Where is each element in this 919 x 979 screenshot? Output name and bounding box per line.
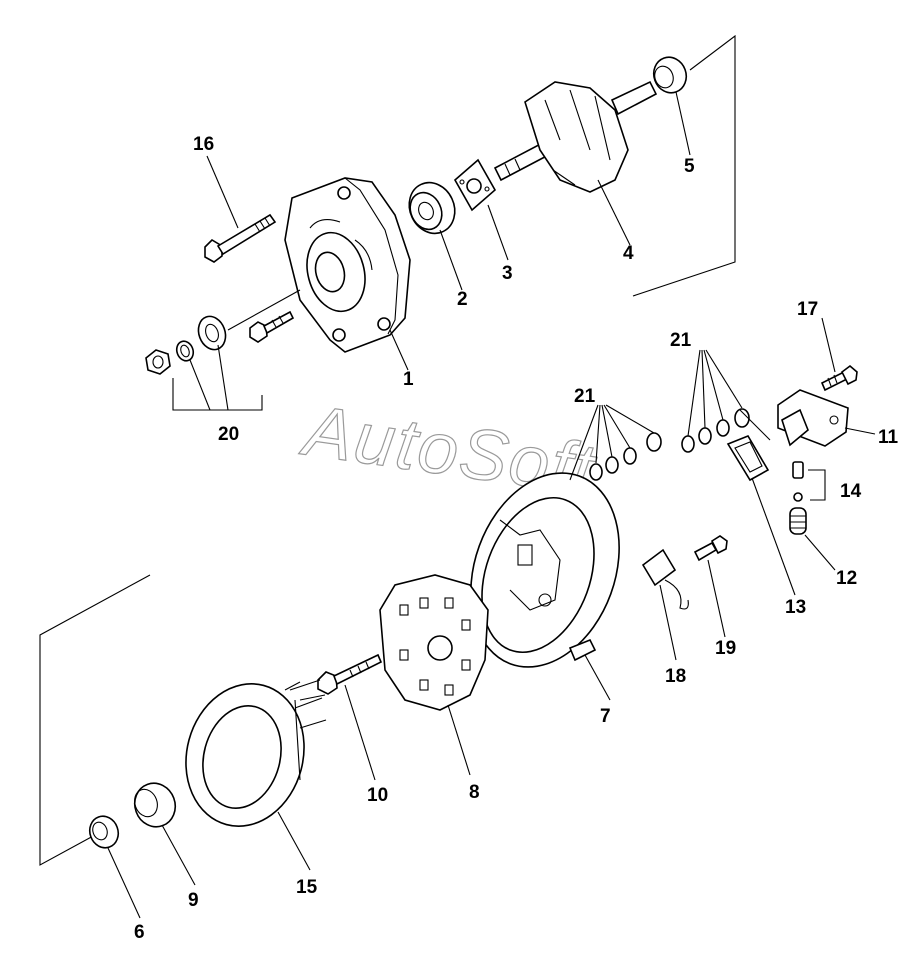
part-13-regulator <box>726 435 770 482</box>
leader-lines <box>107 91 876 919</box>
part-18-brush-assembly <box>641 548 689 610</box>
part-11-brush-holder <box>777 389 849 447</box>
part-8-rectifier <box>379 574 489 711</box>
assembly-bracket-upper <box>632 34 736 297</box>
part-1-front-housing <box>284 177 411 353</box>
part-4-rotor <box>493 80 658 193</box>
part-15-stator <box>185 679 327 827</box>
callout-1: 1 <box>403 369 414 390</box>
callout-16: 16 <box>193 134 214 155</box>
part-10-bolt <box>317 653 383 695</box>
callout-9: 9 <box>188 890 199 911</box>
part-7-rear-housing <box>470 472 620 668</box>
callout-labels: 1 2 3 4 5 6 7 8 9 10 11 12 13 14 15 16 1… <box>134 134 899 943</box>
callout-3: 3 <box>502 263 513 284</box>
callout-10: 10 <box>367 785 388 806</box>
part-21-washers-right <box>681 408 750 453</box>
part-19-screw <box>693 535 728 562</box>
callout-4: 4 <box>623 243 634 264</box>
part-5-rear-bearing <box>652 56 688 94</box>
part-6-bearing <box>88 815 120 849</box>
callout-15: 15 <box>296 877 318 898</box>
assembly-bracket-lower <box>39 574 151 866</box>
callout-12: 12 <box>836 568 857 589</box>
callout-18: 18 <box>665 666 686 687</box>
callout-21-left: 21 <box>574 386 596 407</box>
part-2-bearing <box>408 181 456 235</box>
housing-screw <box>249 310 295 343</box>
callout-13: 13 <box>785 597 806 618</box>
part-3-retainer-plate <box>453 158 497 212</box>
callout-11: 11 <box>878 427 899 448</box>
callout-6: 6 <box>134 922 145 943</box>
part-16-long-bolt <box>204 213 277 263</box>
callout-5: 5 <box>684 156 695 177</box>
part-20-nut-washers <box>145 315 227 375</box>
callout-17: 17 <box>797 299 818 320</box>
part-14-brush <box>792 461 804 502</box>
part-17-screw <box>820 364 858 392</box>
callout-8: 8 <box>469 782 480 803</box>
callout-21-right: 21 <box>670 330 692 351</box>
callout-19: 19 <box>715 638 736 659</box>
callout-2: 2 <box>457 289 468 310</box>
callout-20: 20 <box>218 424 239 445</box>
callout-14: 14 <box>840 481 862 502</box>
part-12-spring <box>789 507 807 535</box>
callout-7: 7 <box>600 706 611 727</box>
part-9-spacer <box>133 782 177 828</box>
